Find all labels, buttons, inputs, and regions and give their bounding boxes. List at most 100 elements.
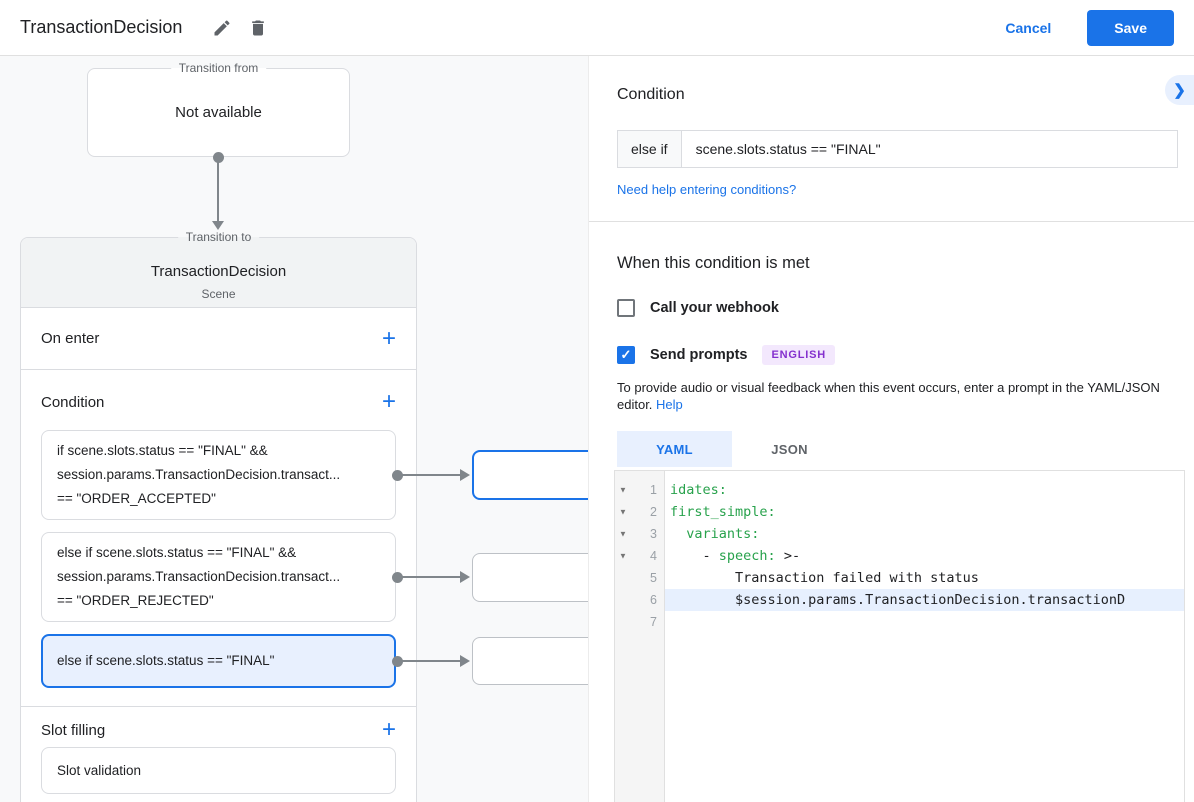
condition-card-rejected[interactable]: else if scene.slots.status == "FINAL" &&… — [41, 532, 396, 622]
yaml-code-editor[interactable]: ▼1 ▼2 ▼3 ▼4 5 6 7 idates: first_simple: … — [614, 470, 1185, 802]
condition-expression-row: else if — [617, 130, 1178, 168]
editor-tabs: YAML JSON — [617, 431, 1178, 467]
editor-code-area[interactable]: idates: first_simple: variants: - speech… — [665, 471, 1184, 802]
flow-connector-arrowhead — [212, 221, 224, 230]
condition-card-line: == "ORDER_REJECTED" — [57, 593, 214, 608]
pencil-icon — [214, 19, 230, 35]
flow-connector-line — [217, 162, 219, 222]
gutter-row: ▼4 — [615, 545, 664, 567]
condition-connector-dot — [392, 656, 403, 667]
transition-target-box[interactable] — [472, 553, 588, 602]
slot-filling-section: Slot filling + Slot validation — [21, 707, 416, 794]
flow-connector-dot — [213, 152, 224, 163]
scene-title: TransactionDecision — [150, 263, 287, 280]
fold-arrow-icon[interactable]: ▼ — [619, 529, 627, 539]
call-webhook-checkbox[interactable] — [617, 299, 635, 317]
panel-divider — [589, 221, 1194, 222]
gutter-row: ▼1 — [615, 479, 664, 501]
condition-card-accepted[interactable]: if scene.slots.status == "FINAL" && sess… — [41, 430, 396, 520]
slot-validation-card[interactable]: Slot validation — [41, 747, 396, 794]
code-key: speech: — [718, 548, 776, 564]
transition-to-legend: Transition to — [177, 230, 260, 244]
transition-from-value: Not available — [175, 104, 262, 121]
tab-yaml[interactable]: YAML — [617, 431, 732, 467]
code-line: - speech: >- — [665, 545, 1184, 567]
webhook-row: Call your webhook — [617, 299, 1178, 317]
tab-json[interactable]: JSON — [732, 431, 847, 467]
condition-connector-line — [400, 474, 462, 476]
scene-header: TransactionDecision Scene — [21, 238, 416, 308]
hint-help-link[interactable]: Help — [656, 397, 683, 412]
on-enter-row[interactable]: On enter + — [21, 308, 416, 370]
condition-card-final-selected[interactable]: else if scene.slots.status == "FINAL" — [41, 634, 396, 688]
condition-connector-dot — [392, 470, 403, 481]
line-number: 7 — [650, 615, 657, 629]
gutter-row: ▼2 — [615, 501, 664, 523]
transition-target-box[interactable] — [472, 637, 588, 685]
gutter-row: 5 — [615, 567, 664, 589]
editor-hint-body: To provide audio or visual feedback when… — [617, 380, 1160, 412]
check-icon: ✓ — [620, 347, 632, 362]
collapse-panel-button[interactable]: ❯ — [1165, 75, 1194, 105]
language-badge: ENGLISH — [762, 345, 835, 365]
code-key: idates: — [670, 482, 727, 498]
condition-expression-input[interactable] — [681, 130, 1178, 168]
condition-section-label: Condition — [41, 393, 105, 411]
code-key: first_simple: — [670, 504, 776, 520]
code-line: first_simple: — [665, 501, 1184, 523]
fold-arrow-icon[interactable]: ▼ — [619, 485, 627, 495]
condition-connector-arrowhead — [460, 469, 470, 481]
code-line-highlighted: $session.params.TransactionDecision.tran… — [665, 589, 1184, 611]
code-line: Transaction failed with status — [665, 567, 1184, 589]
line-number: 5 — [650, 571, 657, 585]
condition-connector-line — [400, 660, 462, 662]
code-line: idates: — [665, 479, 1184, 501]
edit-button[interactable] — [204, 10, 240, 46]
line-number: 3 — [650, 527, 657, 541]
condition-help-link[interactable]: Need help entering conditions? — [617, 182, 797, 197]
add-condition-button[interactable]: + — [381, 388, 396, 415]
code-key: variants: — [686, 526, 760, 542]
code-text: >- — [775, 548, 801, 564]
code-line: variants: — [665, 523, 1184, 545]
condition-section: Condition + if scene.slots.status == "FI… — [21, 370, 416, 707]
transition-from-box: Transition from Not available — [87, 61, 350, 157]
editor-hint-text: To provide audio or visual feedback when… — [617, 379, 1178, 413]
add-slot-button[interactable]: + — [381, 716, 396, 743]
cancel-button[interactable]: Cancel — [1005, 19, 1052, 36]
fold-arrow-icon[interactable]: ▼ — [619, 551, 627, 561]
add-on-enter-button[interactable]: + — [381, 324, 396, 352]
transition-to-box: Transition to TransactionDecision Scene … — [20, 230, 417, 802]
slot-filling-label: Slot filling — [41, 721, 106, 739]
condition-card-line: session.params.TransactionDecision.trans… — [57, 467, 341, 482]
send-prompts-label: Send prompts — [650, 347, 748, 363]
fold-arrow-icon[interactable]: ▼ — [619, 507, 627, 517]
transition-target-box-selected[interactable] — [472, 450, 588, 500]
chevron-right-icon: ❯ — [1173, 82, 1186, 99]
gutter-row: ▼3 — [615, 523, 664, 545]
panel-condition-heading: Condition — [617, 86, 685, 103]
save-button[interactable]: Save — [1087, 9, 1174, 46]
scene-flow-canvas: Transition from Not available Transition… — [0, 56, 588, 802]
condition-card-line: if scene.slots.status == "FINAL" && — [57, 443, 268, 458]
code-text: Transaction failed with status — [670, 570, 979, 586]
code-text: $session.params.TransactionDecision.tran… — [670, 592, 1126, 608]
condition-card-line: else if scene.slots.status == "FINAL" && — [57, 545, 297, 560]
gutter-row: 7 — [615, 611, 664, 633]
line-number: 4 — [650, 549, 657, 563]
code-text: - — [670, 548, 719, 564]
when-condition-met-heading: When this condition is met — [617, 254, 810, 272]
send-prompts-checkbox[interactable]: ✓ — [617, 346, 635, 364]
call-webhook-label: Call your webhook — [650, 300, 779, 316]
condition-connector-dot — [392, 572, 403, 583]
page-title: TransactionDecision — [20, 17, 183, 37]
condition-detail-panel: ❯ Condition else if Need help entering c… — [588, 56, 1194, 802]
transition-from-legend: Transition from — [170, 61, 267, 75]
code-text — [670, 526, 686, 542]
line-number: 2 — [650, 505, 657, 519]
editor-gutter: ▼1 ▼2 ▼3 ▼4 5 6 7 — [615, 471, 665, 802]
top-bar: TransactionDecision Cancel Save — [0, 0, 1194, 56]
code-line — [665, 611, 1184, 633]
line-number: 1 — [650, 483, 657, 497]
delete-button[interactable] — [240, 10, 276, 46]
